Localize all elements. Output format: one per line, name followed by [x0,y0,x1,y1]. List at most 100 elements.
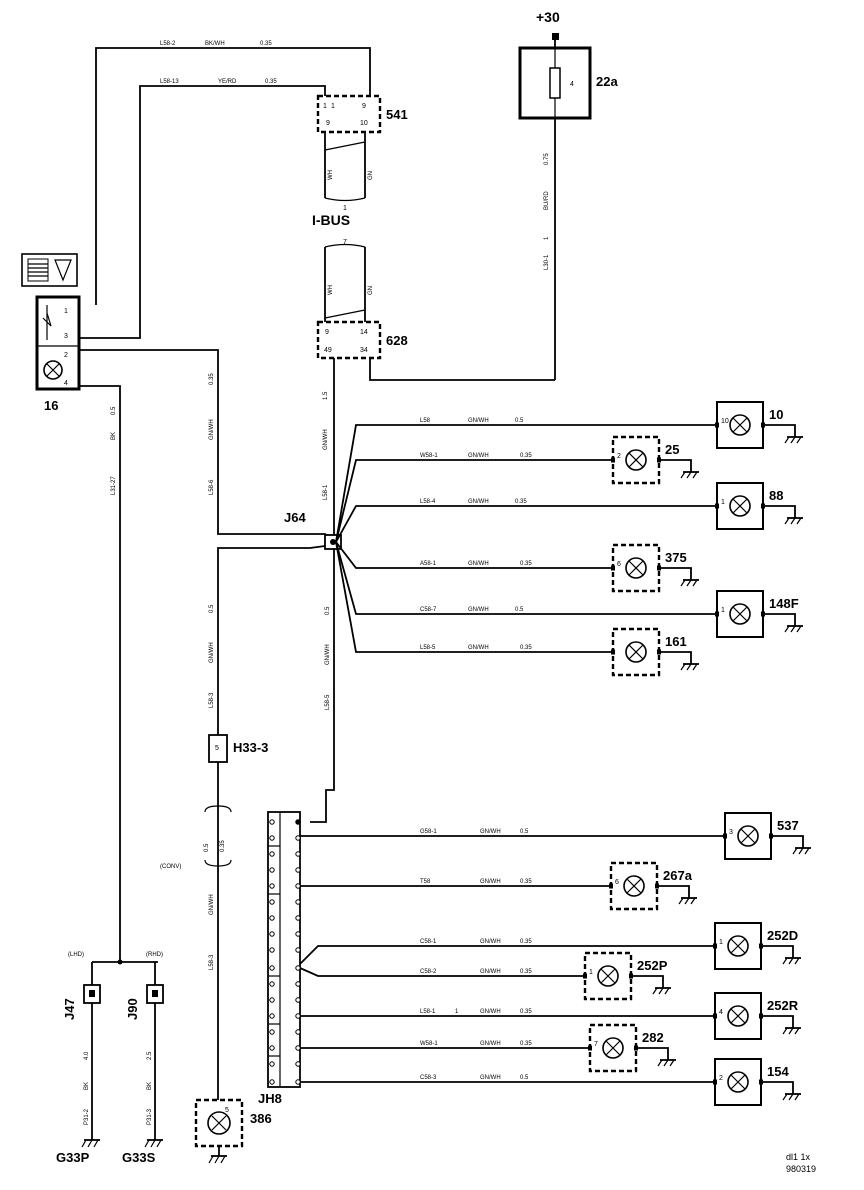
svg-text:0.5: 0.5 [204,843,210,852]
wire-id: T58 [420,879,431,885]
wire-p31-2-label: P31-2 BK 4.0 [84,1051,90,1125]
wire-size: 0.35 [520,879,532,885]
wire-size: 0.35 [520,453,532,459]
wire-size: 0.35 [520,939,532,945]
splice-j47-ref: J47 [62,998,77,1020]
svg-text:L58-2: L58-2 [160,41,176,47]
wire-l58-3-label: L58-3 GN/WH 0.5 [209,604,215,708]
bulb-pin: 1 [721,499,725,506]
svg-text:0.35: 0.35 [265,79,277,85]
connector-541-ref: 541 [386,107,408,122]
bulb-148F: 1 148F [715,590,803,638]
dimmer-16: 1 3 2 4 16 [35,295,81,413]
lhd-rhd-split: (LHD) (RHD) [68,952,163,985]
svg-text:4.0: 4.0 [84,1051,90,1060]
ibus-twisted-pair-bottom: 7 WH GN [324,239,374,322]
svg-text:GN/WH: GN/WH [323,429,329,450]
wire-id: W58-1 [420,453,438,459]
svg-text:GN: GN [368,171,374,180]
svg-text:YE/RD: YE/RD [218,79,237,85]
bulb-pin: 10 [721,418,729,425]
ibus-label: I-BUS [312,212,350,228]
svg-text:0.5: 0.5 [111,406,117,415]
connector-628: 9 14 49 34 628 [316,320,408,360]
connector-h33-3: 5 H33-3 [208,734,268,763]
fuse-pin: 4 [570,81,574,88]
wire-p31-3-label: P31-3 BK 2.5 [147,1051,153,1125]
svg-text:L58-1: L58-1 [323,484,329,500]
svg-text:0.35: 0.35 [220,840,226,852]
wire-color: GN/WH [480,829,501,835]
connector-h33-3-ref: H33-3 [233,740,268,755]
wire-l58-5 [335,541,611,653]
svg-text:GN: GN [368,286,374,295]
wire-l58-3-top [217,545,326,735]
bulb-ref: 375 [665,550,687,565]
bulb-pin: 1 [719,939,723,946]
wire-l58-2 [95,47,371,305]
svg-text:L31-27: L31-27 [111,476,117,495]
bulb-pin: 6 [615,879,619,886]
connector-jh8: JH8 [258,811,301,1106]
ibus-twisted-pair-top: WH GN 1 [324,132,374,212]
bulb-386: 5 386 [194,1098,272,1164]
svg-text:2: 2 [64,352,68,359]
svg-text:9: 9 [325,329,329,336]
bulb-ref: 148F [769,596,799,611]
wire-l58-5-label: L58-5 GN/WH 0.5 [325,606,331,710]
wire-l58-6-label: L58-6 GN/WH 0.35 [209,373,215,495]
svg-text:BK: BK [111,432,117,440]
wire-id: L58-1 [420,1009,436,1015]
bulb-pin: 1 [721,607,725,614]
wire-color: GN/WH [468,499,489,505]
supply-label: +30 [536,9,560,25]
connector-541: 1 1 9 9 10 541 [316,94,408,134]
bulb-ref: 252D [767,928,798,943]
wire-size: 0.5 [520,829,529,835]
wire-628-supply [369,358,555,381]
wire-id: L58-5 [420,645,436,651]
ground-g33s-ref: G33S [122,1150,156,1165]
bulb-pin: 2 [617,453,621,460]
svg-text:14: 14 [360,329,368,336]
svg-text:0.35: 0.35 [260,41,272,47]
svg-text:L58-3: L58-3 [209,692,215,708]
svg-text:L58-3: L58-3 [209,954,215,970]
svg-text:0.75: 0.75 [544,153,550,165]
connector-628-ref: 628 [386,333,408,348]
bulb-ref: 88 [769,488,783,503]
bulb-pin: 2 [719,1075,723,1082]
wire-size: 0.35 [520,561,532,567]
wire-l58 [335,424,715,543]
wire-size: 0.5 [515,418,524,424]
svg-text:GN/WH: GN/WH [209,642,215,663]
svg-text:3: 3 [64,333,68,340]
dimmer-ref: 16 [44,398,58,413]
wire-l58-4 [335,505,715,543]
bulb-161: 161 [611,627,699,677]
splice-j90-ref: J90 [125,998,140,1020]
bulb-pin: 4 [719,1009,723,1016]
svg-text:GN/WH: GN/WH [209,894,215,915]
svg-text:WH: WH [328,285,334,295]
wire-c58-1 [299,945,713,965]
